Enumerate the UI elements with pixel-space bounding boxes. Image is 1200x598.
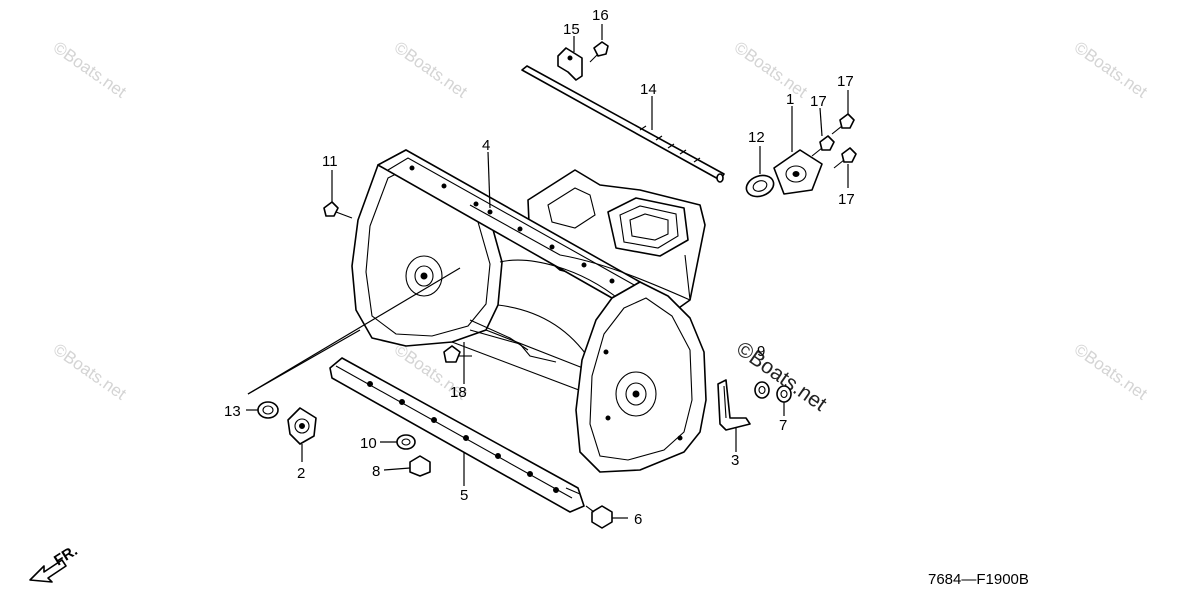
nut-10 bbox=[396, 434, 416, 450]
auger-shaft bbox=[521, 65, 725, 183]
front-direction-indicator: FR. bbox=[29, 542, 81, 583]
callout-3: 3 bbox=[731, 452, 739, 469]
callout-1: 1 bbox=[786, 91, 794, 108]
bolt-17b bbox=[811, 135, 835, 157]
callout-18: 18 bbox=[450, 384, 467, 401]
callout-7: 7 bbox=[779, 417, 787, 434]
callout-6: 6 bbox=[634, 511, 642, 528]
bearing-12 bbox=[745, 174, 775, 198]
callout-15: 15 bbox=[563, 21, 580, 38]
callout-4: 4 bbox=[482, 137, 490, 154]
callout-9: 9 bbox=[757, 343, 765, 360]
callout-5: 5 bbox=[460, 487, 468, 504]
auger-housing bbox=[351, 149, 707, 473]
flange-1 bbox=[773, 149, 823, 195]
bolt-17c bbox=[833, 147, 857, 169]
callout-17a: 17 bbox=[837, 73, 854, 90]
watermark: ©Boats.net bbox=[731, 38, 811, 102]
skid-3 bbox=[717, 379, 751, 431]
washer-9 bbox=[754, 381, 770, 399]
callout-8: 8 bbox=[372, 463, 380, 480]
callout-12: 12 bbox=[748, 129, 765, 146]
callout-11: 11 bbox=[322, 153, 338, 170]
diagram-code: 7684—F1900B bbox=[928, 571, 1029, 588]
bolt-18 bbox=[443, 345, 472, 363]
callout-17c: 17 bbox=[838, 191, 855, 208]
nut-7 bbox=[776, 385, 792, 403]
leader-lines bbox=[246, 24, 849, 519]
scraper-bar bbox=[329, 357, 585, 513]
callout-16: 16 bbox=[592, 7, 609, 24]
watermark: ©Boats.net bbox=[50, 340, 130, 404]
arrow-icon bbox=[29, 559, 67, 583]
bolt-6 bbox=[585, 505, 613, 529]
right-side-plate bbox=[575, 281, 707, 473]
watermark: ©Boats.net bbox=[391, 38, 471, 102]
watermark: ©Boats.net bbox=[50, 38, 130, 102]
bolt-17a bbox=[831, 113, 855, 135]
watermark: ©Boats.net bbox=[732, 337, 831, 416]
watermark: ©Boats.net bbox=[1071, 340, 1151, 404]
callout-13: 13 bbox=[224, 403, 241, 420]
callout-2: 2 bbox=[297, 465, 305, 482]
flange-2 bbox=[287, 407, 317, 445]
bracket-15 bbox=[557, 47, 583, 81]
chute-ring bbox=[607, 197, 689, 257]
watermark: ©Boats.net bbox=[1071, 38, 1151, 102]
bolt-11 bbox=[323, 201, 353, 219]
callouts: 1 2 3 4 5 6 7 8 9 10 11 12 13 14 15 16 1… bbox=[224, 7, 855, 528]
nut-8 bbox=[409, 455, 431, 477]
bolt-16 bbox=[589, 41, 609, 63]
callout-14: 14 bbox=[640, 81, 657, 98]
bearing-13 bbox=[257, 401, 279, 419]
callout-17b: 17 bbox=[810, 93, 827, 110]
callout-10: 10 bbox=[360, 435, 377, 452]
crossbar-holes bbox=[409, 165, 615, 284]
